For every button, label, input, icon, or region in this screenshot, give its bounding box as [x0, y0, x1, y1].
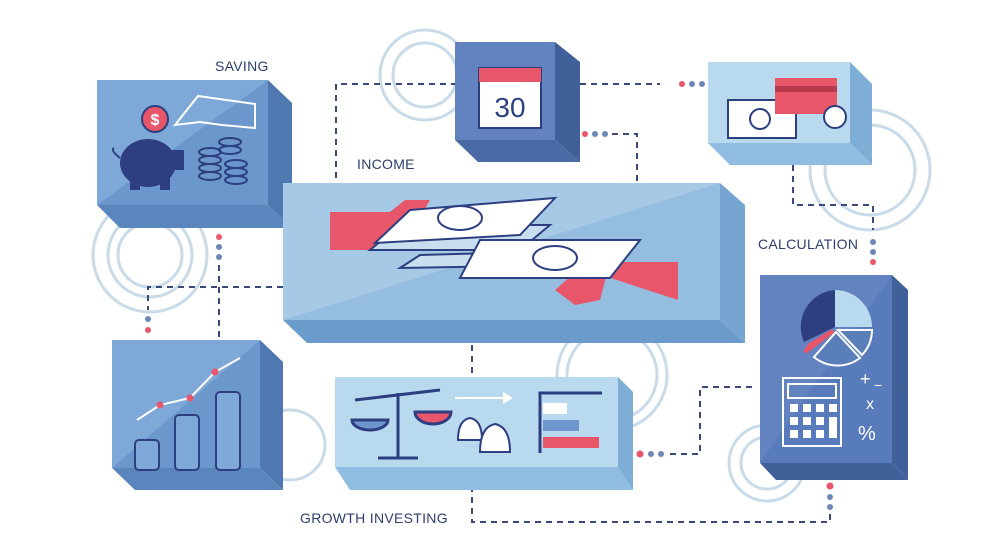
growth-chart-icon: [136, 357, 241, 421]
coin-icon: $: [141, 105, 169, 133]
banknote-icon: [367, 196, 643, 279]
growth-investing-label: GROWTH INVESTING: [300, 510, 448, 526]
coin-icon: [823, 105, 847, 129]
growth-investing-block: [335, 377, 633, 490]
credit-card-icon: [775, 78, 837, 114]
scales-icon: [350, 388, 453, 460]
calendar-block: 30: [455, 42, 580, 162]
growth-block: [112, 340, 283, 490]
payment-block: [708, 62, 872, 165]
piggy-bank-icon: [111, 139, 184, 190]
times-symbol: x: [866, 396, 874, 413]
coin-stack-icon: [134, 391, 241, 471]
saving-block: $: [97, 80, 292, 228]
calculation-label: CALCULATION: [758, 236, 858, 252]
saving-label: SAVING: [215, 58, 269, 74]
minus-symbol: −: [874, 377, 882, 393]
calendar-icon: 30: [478, 67, 542, 129]
arrow-icon: [455, 392, 513, 404]
income-block: [283, 183, 745, 343]
connector-lines: [145, 81, 876, 523]
svg-text:$: $: [151, 112, 160, 129]
banknote-icon: [727, 99, 797, 139]
hand-icon: [172, 94, 256, 130]
income-label: INCOME: [357, 156, 415, 172]
pie-chart-icon: [800, 290, 874, 367]
money-bag-icon: [456, 416, 512, 453]
calendar-day: 30: [494, 92, 525, 123]
calculator-icon: [782, 377, 842, 447]
plus-symbol: +: [860, 369, 871, 389]
percent-symbol: %: [858, 423, 876, 445]
coin-stack-icon: [198, 137, 248, 185]
bar-chart-icon: [538, 391, 602, 453]
calculation-block: + − x %: [760, 275, 908, 480]
